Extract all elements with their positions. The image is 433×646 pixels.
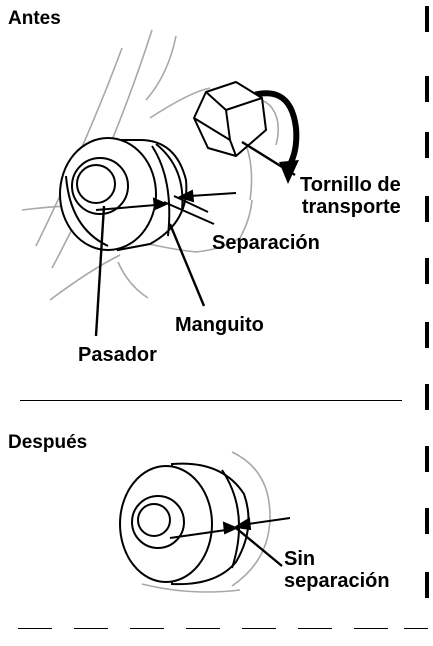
sleeve-pin-assembly-after	[119, 462, 250, 586]
rotation-arrow-icon	[237, 90, 300, 171]
edge-mark	[425, 258, 429, 284]
heading-after: Después	[8, 432, 88, 453]
label-bolt-line1: Tornillo de	[300, 174, 401, 196]
edge-mark	[425, 446, 429, 472]
edge-mark	[425, 384, 429, 410]
edge-mark	[425, 322, 429, 348]
label-pin: Pasador	[78, 344, 157, 366]
dash-segment	[404, 628, 428, 629]
hex-bolt-icon	[193, 81, 267, 157]
sleeve-pin-assembly-before	[59, 137, 188, 252]
heading-before: Antes	[8, 8, 61, 29]
label-bolt-line2: transporte	[301, 196, 401, 218]
edge-mark	[425, 508, 429, 534]
no-gap-indicator-after	[169, 517, 291, 567]
dash-segment	[354, 628, 388, 629]
dash-segment	[298, 628, 332, 629]
edge-mark	[425, 132, 429, 158]
label-no-gap-line1: Sin	[284, 548, 316, 570]
dash-segment	[186, 628, 220, 629]
label-no-gap: Sin separación	[284, 548, 390, 592]
dash-segment	[130, 628, 164, 629]
dash-segment	[74, 628, 108, 629]
label-bolt: Tornillo de transporte	[300, 174, 401, 218]
section-divider	[20, 400, 402, 401]
flange-outline-after	[141, 451, 271, 593]
dash-segment	[18, 628, 52, 629]
label-gap: Separación	[212, 232, 320, 254]
gap-indicator-before	[95, 189, 237, 225]
edge-mark	[425, 6, 429, 32]
label-no-gap-line2: separación	[284, 570, 390, 592]
leader-lines-before	[94, 140, 296, 337]
edge-mark	[425, 196, 429, 222]
label-sleeve: Manguito	[175, 314, 264, 336]
frame-outline	[21, 29, 280, 301]
dash-segment	[242, 628, 276, 629]
edge-mark	[425, 572, 429, 598]
edge-mark	[425, 76, 429, 102]
